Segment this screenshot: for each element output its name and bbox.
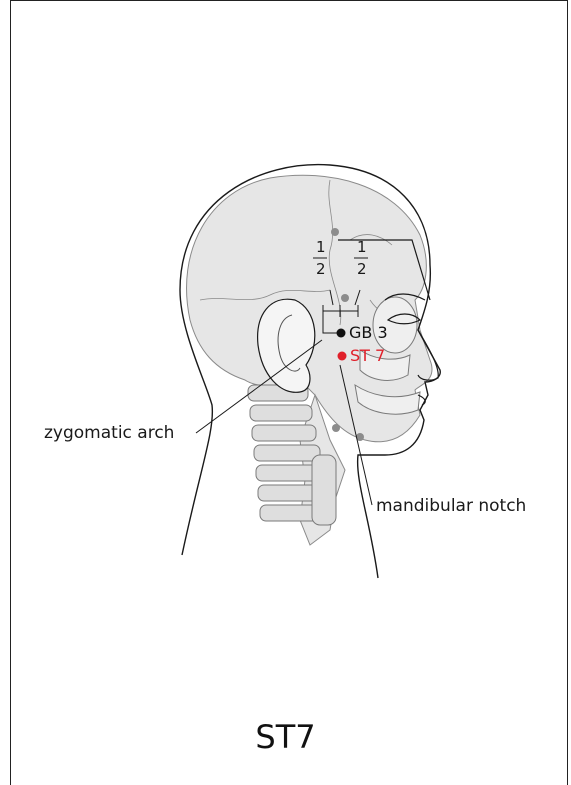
fraction-right-denominator: 2 (357, 260, 367, 278)
fraction-left-denominator: 2 (316, 260, 326, 278)
point-gb3-dot (337, 329, 346, 338)
page-title: ST7 (0, 718, 571, 756)
fraction-right-numerator: 1 (357, 238, 367, 256)
point-st7-label: ST 7 (350, 346, 385, 365)
zygomatic-arch-label: zygomatic arch (44, 423, 174, 443)
point-gb3-label: GB 3 (349, 323, 388, 342)
point-st7-dot (338, 352, 347, 361)
fraction-left-numerator: 1 (316, 238, 326, 256)
mandibular-notch-label: mandibular notch (376, 496, 526, 516)
